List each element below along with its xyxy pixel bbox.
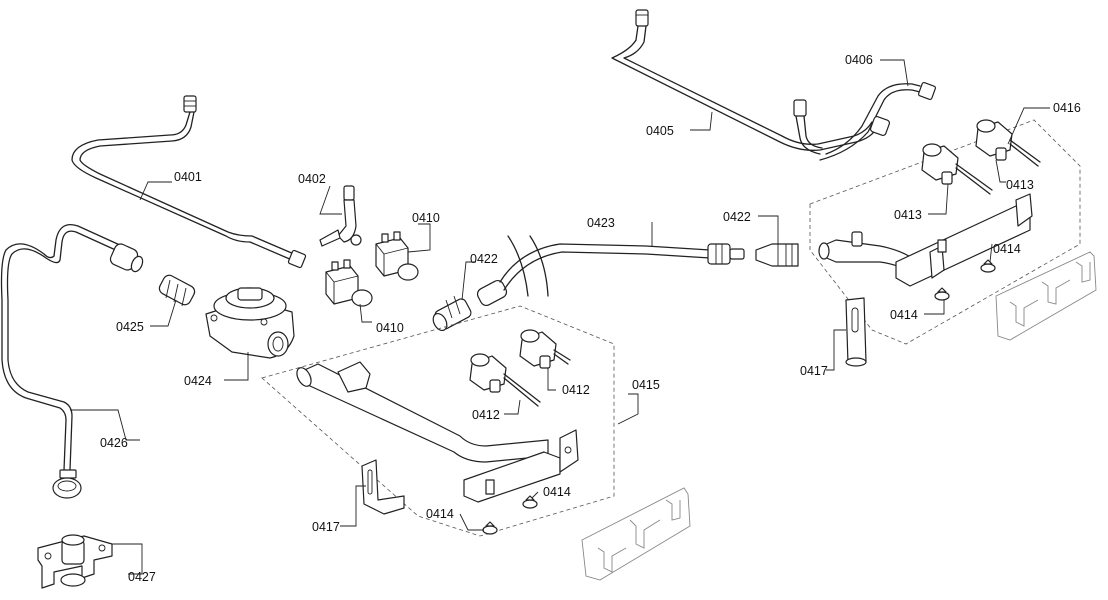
callout-0410-upper: 0410 (412, 211, 440, 225)
callout-0402: 0402 (298, 172, 326, 186)
part-0426-gas-tube (0, 223, 144, 499)
callout-0422-right: 0422 (723, 210, 751, 224)
callout-0412-upper: 0412 (562, 383, 590, 397)
leader-lines (70, 59, 1050, 575)
grey-support-bracket-right (995, 251, 1097, 341)
part-0416-manifold-rail (818, 193, 1033, 287)
callout-0414-left-a: 0414 (543, 485, 571, 499)
callout-0410-lower: 0410 (376, 321, 404, 335)
part-0414-screw-left-b (482, 521, 498, 535)
part-0417-bracket-left (361, 459, 405, 515)
callout-0406: 0406 (845, 53, 873, 67)
part-0413-gas-valve-lower (921, 143, 993, 195)
callout-0425: 0425 (116, 320, 144, 334)
callout-0415: 0415 (632, 378, 660, 392)
callout-0412-lower: 0412 (472, 408, 500, 422)
part-0402-elbow-fitting (319, 185, 362, 247)
part-0406-gas-tube (819, 81, 937, 161)
callout-0417-left: 0417 (312, 520, 340, 534)
part-0405-gas-tube (611, 9, 879, 155)
part-0414-screw-right-a (980, 259, 996, 273)
part-0417-bracket-right (845, 297, 867, 367)
part-0414-screw-right-b (934, 287, 950, 301)
callout-0424: 0424 (184, 374, 212, 388)
part-0425-union-fitting (158, 274, 196, 307)
part-0423-main-gas-tube (499, 235, 745, 297)
callout-labels: 0401 0402 0405 0406 0410 0410 0412 0412 … (100, 53, 1081, 584)
callout-0414-right-b: 0414 (890, 308, 918, 322)
callout-0426: 0426 (100, 436, 128, 450)
callout-0405: 0405 (646, 124, 674, 138)
part-0424-pressure-regulator (205, 287, 295, 359)
part-0412-gas-valve-upper (519, 329, 571, 369)
part-0413-gas-valve-upper (975, 119, 1041, 167)
part-0412-gas-valve-lower (469, 353, 541, 407)
callout-0423: 0423 (587, 216, 615, 230)
group-outline-0415 (261, 305, 615, 537)
callout-0413-lower: 0413 (894, 208, 922, 222)
callout-0416: 0416 (1053, 101, 1081, 115)
callout-0427: 0427 (128, 570, 156, 584)
part-0415-manifold-rail (296, 361, 579, 503)
part-0401-gas-tube (71, 95, 307, 269)
callout-0414-left-b: 0414 (426, 507, 454, 521)
callout-0417-right: 0417 (800, 364, 828, 378)
grey-support-bracket-left (581, 487, 691, 581)
callout-0414-right-a: 0414 (993, 242, 1021, 256)
callout-0422-middle: 0422 (470, 252, 498, 266)
callout-0413-upper: 0413 (1006, 178, 1034, 192)
part-0422-fitting-middle (432, 279, 508, 332)
part-0414-screw-left-a (522, 495, 538, 509)
part-0427-inlet-bracket (37, 534, 113, 589)
part-0422-fitting-right (755, 243, 799, 267)
part-0410-solenoid-valve-upper (375, 231, 419, 281)
callout-0401: 0401 (174, 170, 202, 184)
part-0410-solenoid-valve-lower (325, 259, 373, 307)
